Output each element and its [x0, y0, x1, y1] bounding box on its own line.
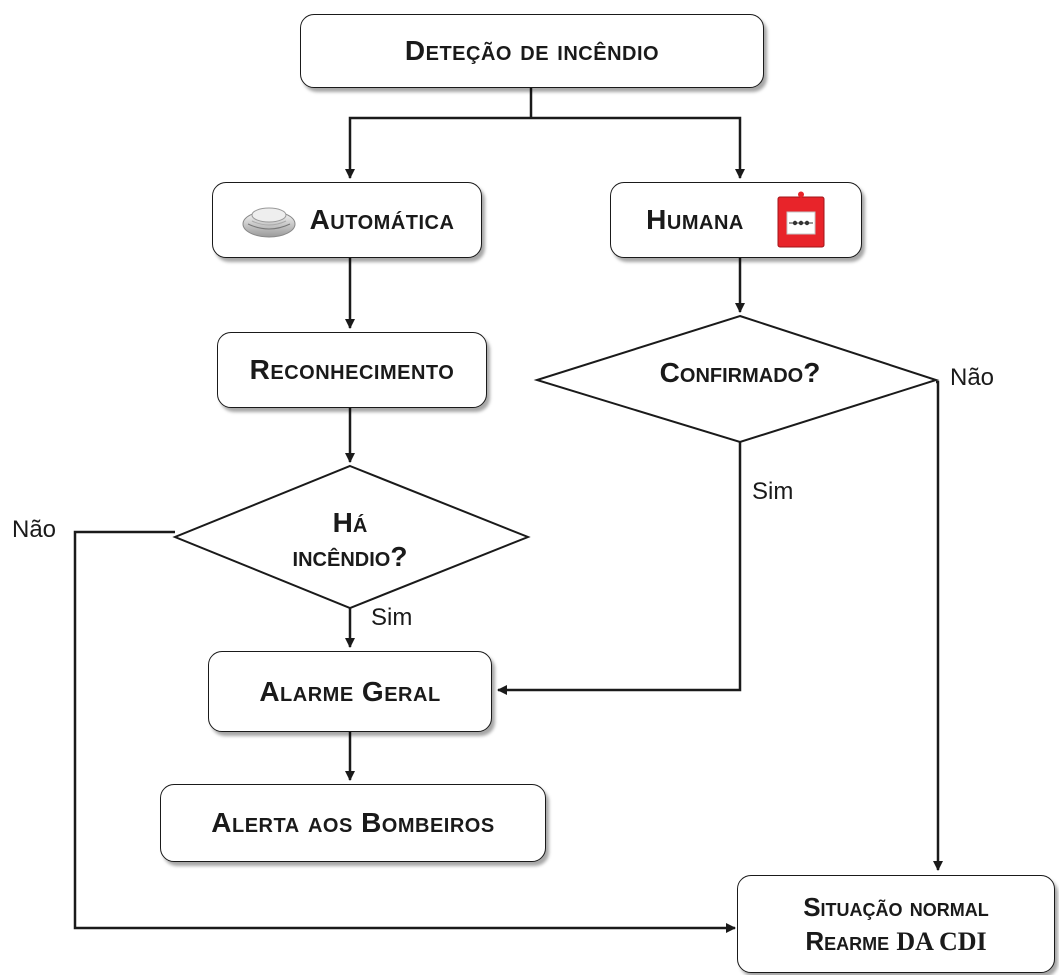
decision-confirmed-shape	[533, 314, 940, 444]
node-normal-situation: Situação normal Rearme DA CDI	[737, 875, 1055, 973]
node-recognition: Reconhecimento	[217, 332, 487, 408]
node-normal-line2a: Rearme	[805, 925, 890, 956]
edge-to-humana	[531, 116, 745, 179]
decision-fire-shape	[172, 464, 531, 610]
decision-fire-line2: incêndio?	[292, 541, 408, 572]
edge-confirmado-sim-alarme	[497, 442, 742, 695]
edge-to-automatica	[345, 116, 531, 179]
edge-confirmado-nao	[933, 380, 943, 871]
decision-confirmed-label: Confirmado?	[659, 357, 821, 388]
node-general-alarm-label: Alarme Geral	[259, 675, 441, 707]
edge-label-yes-confirmed: Sim	[752, 478, 794, 505]
decision-fire-line1: Há	[332, 507, 368, 538]
node-automatic-label: Automática	[309, 204, 455, 235]
node-normal-line2: Rearme DA CDI	[805, 924, 986, 959]
node-human-label: Humana	[646, 204, 744, 235]
node-detection-label: Deteção de incêndio	[404, 35, 660, 66]
node-automatic: Automática	[212, 182, 482, 258]
edge-label-no-left: Não	[12, 516, 57, 543]
node-normal-line1: Situação normal	[803, 891, 989, 922]
edge-incendio-nao	[73, 530, 736, 933]
node-human: Humana	[610, 182, 862, 258]
node-firefighter-alert-label: Alerta aos Bombeiros	[211, 807, 495, 838]
decision-fire-label: Há incêndio?	[250, 506, 450, 574]
node-normal-line2b: DA CDI	[896, 926, 987, 956]
manual-call-point-icon	[777, 191, 825, 248]
node-recognition-label: Reconhecimento	[249, 354, 455, 385]
node-general-alarm: Alarme Geral	[208, 651, 492, 732]
node-detection: Deteção de incêndio	[300, 14, 764, 88]
edge-label-yes-fire: Sim	[371, 604, 413, 631]
smoke-detector-icon	[242, 207, 296, 238]
node-firefighter-alert: Alerta aos Bombeiros	[160, 784, 546, 862]
edge-label-no-right: Não	[950, 364, 995, 391]
